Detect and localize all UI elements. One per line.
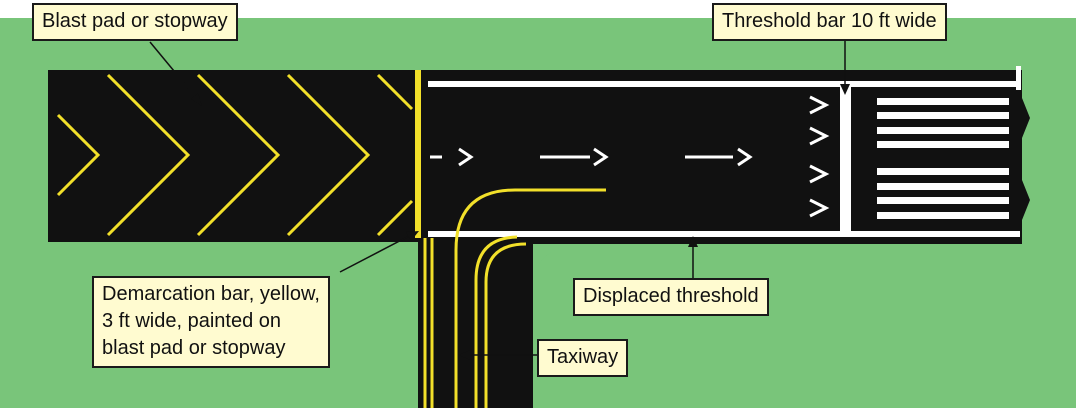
threshold-stripe-5 [877,168,1009,175]
callout-demarcation-bar: Demarcation bar, yellow, 3 ft wide, pain… [92,276,330,368]
callout-threshold-bar: Threshold bar 10 ft wide [712,3,947,41]
chevron-2 [106,73,191,237]
runway-edge-line-bottom [428,231,1020,237]
arrowhead-3 [737,147,753,167]
threshold-stripe-2 [877,112,1009,119]
demarcation-bar [415,70,421,238]
blast-pad-surface [48,70,418,242]
callout-taxiway-text: Taxiway [547,346,619,368]
leader-blast-pad [149,41,199,101]
chevron-5 [376,73,414,111]
arrowhead-displaced-threshold [688,236,698,247]
threshold-arrowhead-4 [809,198,830,218]
threshold-bar [840,87,851,231]
callout-displaced-threshold: Displaced threshold [573,278,769,316]
callout-taxiway: Taxiway [537,339,629,377]
arrowhead-2 [593,147,609,167]
threshold-arrowhead-1 [809,95,830,115]
taxiway-markings [423,188,606,408]
callout-threshold-bar-text: Threshold bar 10 ft wide [722,10,937,32]
chevron-3 [196,73,281,237]
displaced-threshold-arrows [430,147,753,167]
chevron-6 [376,199,414,237]
leader-demarcation-bar [339,233,414,273]
threshold-stripe-6 [877,183,1009,190]
taxiway-corner-fillet [533,244,585,408]
chevron-1 [56,113,101,197]
taxiway-edge-right-2 [484,242,527,408]
runway-edge-line-top [428,81,1020,87]
callout-displaced-threshold-text: Displaced threshold [583,285,759,307]
taxiway-right-edge [533,244,1022,408]
leader-arrowheads [191,84,850,360]
callout-blast-pad-text: Blast pad or stopway [42,10,228,32]
threshold-arrowheads [809,95,830,218]
callout-demarcation-line-3: blast pad or stopway [102,337,286,359]
threshold-arrowhead-2 [809,126,830,146]
threshold-stripe-7 [877,197,1009,204]
threshold-stripe-3 [877,127,1009,134]
chevron-4 [286,73,371,237]
arrowhead-1 [458,147,474,167]
leader-lines [149,40,846,356]
threshold-stripe-1 [877,98,1009,105]
threshold-stripes [877,98,1009,219]
taxiway-edge-right-1 [474,235,518,408]
threshold-arrowhead-3 [809,164,830,184]
threshold-stripe-4 [877,141,1009,148]
arrowhead-demarcation-bar [406,231,419,241]
callout-demarcation-line-1: Demarcation bar, yellow, [102,283,320,305]
arrowhead-taxiway [459,350,470,360]
taxiway-centerline [454,188,606,408]
callout-demarcation-line-2: 3 ft wide, painted on [102,310,282,332]
runway-end-marker [1016,66,1021,90]
arrowhead-threshold-bar [840,84,850,95]
arrowhead-blast-pad [191,93,202,106]
callout-blast-pad: Blast pad or stopway [32,3,238,41]
blast-pad-chevrons [56,73,414,237]
threshold-stripe-8 [877,212,1009,219]
